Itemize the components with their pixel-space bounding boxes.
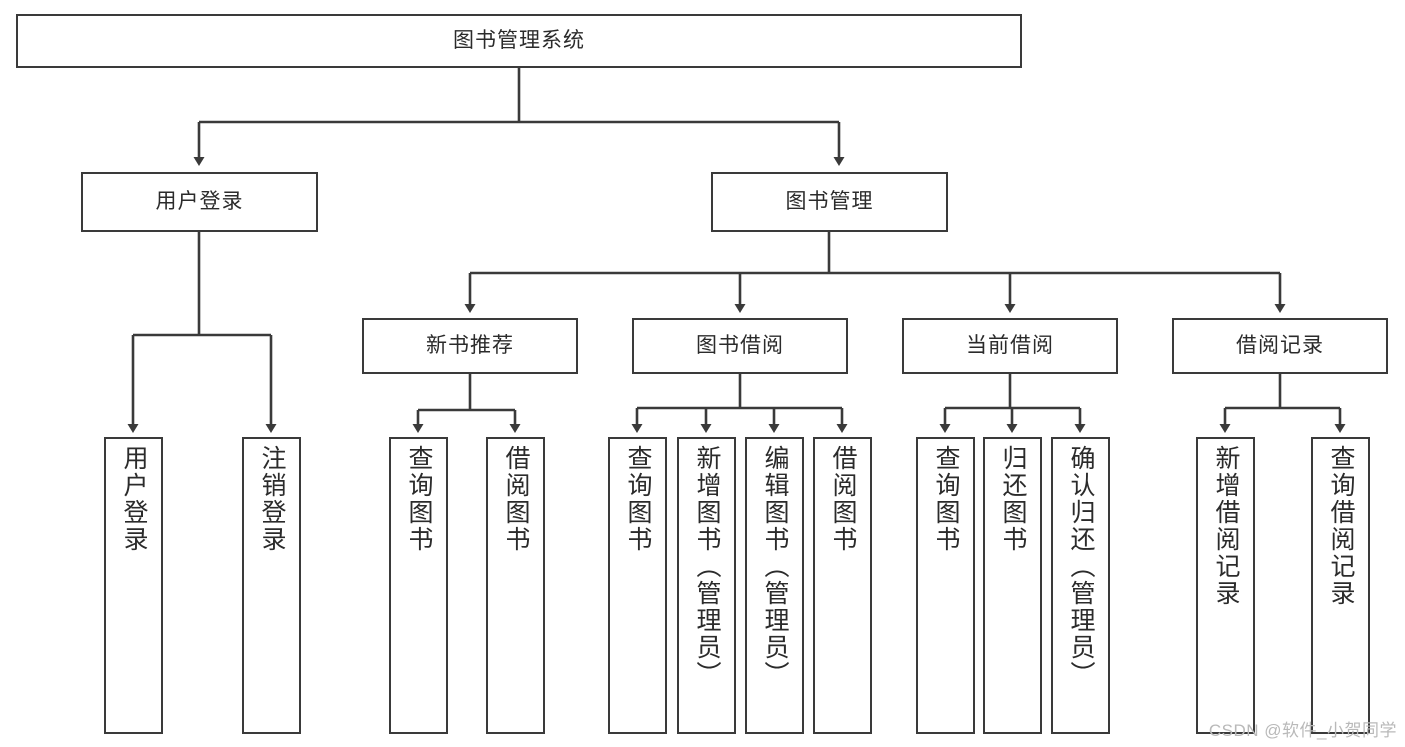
node-label: 当前借阅: [966, 334, 1054, 358]
leaf-edit-book-admin[interactable]: 编辑图书（管理员）: [745, 437, 804, 734]
leaf-add-borrow-record[interactable]: 新增借阅记录: [1196, 437, 1255, 734]
node-label: 图书借阅: [696, 334, 784, 358]
watermark: CSDN @软件_小贺同学: [1208, 721, 1397, 740]
node-label: 借阅图书: [829, 445, 857, 553]
node-label: 新增借阅记录: [1212, 445, 1240, 607]
node-label: 确认归还（管理员）: [1067, 445, 1095, 688]
leaf-logout-login[interactable]: 注销登录: [242, 437, 301, 734]
node-book-management[interactable]: 图书管理: [711, 172, 948, 232]
node-label: 归还图书: [999, 445, 1027, 553]
leaf-user-login[interactable]: 用户登录: [104, 437, 163, 734]
node-borrow-record[interactable]: 借阅记录: [1172, 318, 1388, 374]
leaf-query-borrow-record[interactable]: 查询借阅记录: [1311, 437, 1370, 734]
node-label: 新书推荐: [426, 334, 514, 358]
leaf-borrow-book-recommend[interactable]: 借阅图书: [486, 437, 545, 734]
node-label: 借阅记录: [1236, 334, 1324, 358]
node-label: 用户登录: [155, 190, 244, 214]
leaf-query-book-current[interactable]: 查询图书: [916, 437, 975, 734]
node-new-book-recommend[interactable]: 新书推荐: [362, 318, 578, 374]
node-label: 新增图书（管理员）: [693, 445, 721, 688]
node-label: 查询图书: [624, 445, 652, 553]
node-label: 查询图书: [932, 445, 960, 553]
node-label: 查询借阅记录: [1327, 445, 1355, 607]
leaf-query-book-recommend[interactable]: 查询图书: [389, 437, 448, 734]
leaf-return-book[interactable]: 归还图书: [983, 437, 1042, 734]
node-label: 借阅图书: [502, 445, 530, 553]
node-label: 图书管理系统: [453, 29, 585, 53]
node-label: 图书管理: [785, 190, 874, 214]
leaf-query-book-borrow[interactable]: 查询图书: [608, 437, 667, 734]
node-label: 编辑图书（管理员）: [761, 445, 789, 688]
leaf-add-book-admin[interactable]: 新增图书（管理员）: [677, 437, 736, 734]
node-current-borrow[interactable]: 当前借阅: [902, 318, 1118, 374]
node-book-borrow[interactable]: 图书借阅: [632, 318, 848, 374]
leaf-borrow-book[interactable]: 借阅图书: [813, 437, 872, 734]
leaf-confirm-return-admin[interactable]: 确认归还（管理员）: [1051, 437, 1110, 734]
node-label: 注销登录: [258, 445, 286, 553]
node-user-login[interactable]: 用户登录: [81, 172, 318, 232]
node-label: 查询图书: [405, 445, 433, 553]
node-label: 用户登录: [120, 445, 148, 553]
node-root-system[interactable]: 图书管理系统: [16, 14, 1022, 68]
